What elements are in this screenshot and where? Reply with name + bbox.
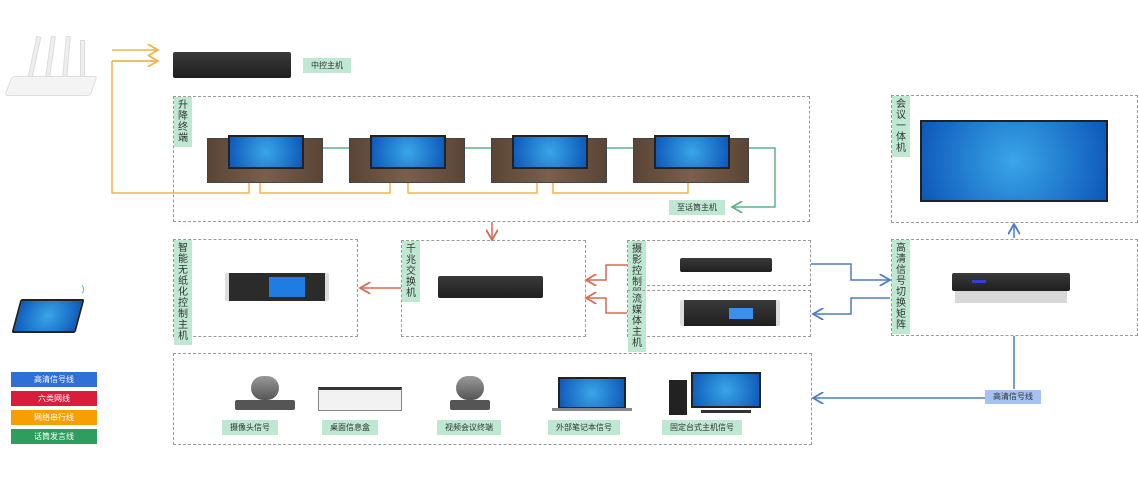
central-control-device [173,52,291,78]
camera-controller-device [680,258,772,272]
legend-item: 六类网线 [11,391,97,406]
paperless-host-device [225,273,329,301]
camera-icon [235,376,295,410]
desktop-info-box-icon [318,387,402,411]
video-conference-camera-icon [450,376,490,410]
source-label: 桌面信息盒 [322,420,378,435]
wire-camera-ctrl-to-switch [586,264,627,280]
gigabit-switch-device [438,276,543,298]
wifi-router [4,35,98,98]
streaming-host-device [680,300,780,326]
meeting-display-label: 会议一体机 [892,96,910,157]
wire-terminal-chain-1 [259,182,391,194]
streaming-host-label: 流媒体主机 [628,291,646,352]
source-label: 摄像头信号 [222,420,278,435]
sources-group [173,353,812,445]
paperless-host-label: 智能无纸化控制主机 [174,240,192,345]
camera-controller-label: 摄影控制器 [628,241,646,302]
wire-streaming-to-switch [586,298,627,314]
gigabit-switch-group: 千兆交换机 [401,240,586,337]
lift-terminal-device [349,135,465,183]
lift-terminal-device [207,135,323,183]
mic-host-label: 至话筒主机 [669,200,725,215]
wire-sources-to-matrix [813,336,1015,398]
source-label: 外部笔记本信号 [548,420,620,435]
hd-matrix-device [952,273,1070,291]
hd-matrix-label: 高清信号切换矩阵 [892,240,910,334]
laptop-icon [552,377,632,411]
wire-terminal-chain-2 [407,182,538,194]
wire-terminal-chain-3 [552,182,689,194]
hd-signal-tag: 高清信号线 [985,390,1041,404]
lift-terminal-label: 升降终端 [174,97,192,147]
source-label: 视频会议终端 [437,420,501,435]
wire-camera-ctrl-to-matrix [811,263,890,280]
legend-item: 高清信号线 [11,372,97,387]
lift-terminal-device [491,135,607,183]
meeting-display-device [920,120,1108,202]
terminal-screen [654,135,730,169]
wire-mic-to-host [732,147,776,207]
legend-item: 话筒发言线 [11,429,97,444]
tablet-device: ◝ [11,282,92,335]
camera-controller-group: 摄影控制器 [627,240,811,302]
paperless-host-group: 智能无纸化控制主机 [173,239,358,345]
central-control-label: 中控主机 [303,58,351,73]
source-label: 固定台式主机信号 [662,420,742,435]
desktop-pc-icon [669,372,764,417]
terminal-screen [228,135,304,169]
wire-matrix-to-streaming [813,297,890,314]
terminal-screen [512,135,588,169]
streaming-host-group: 流媒体主机 [627,290,811,352]
lift-terminal-group: 升降终端 [173,96,810,222]
lift-terminal-device [633,135,749,183]
gigabit-switch-label: 千兆交换机 [402,241,420,302]
legend-item: 网络串行线 [11,410,97,425]
terminal-screen [370,135,446,169]
